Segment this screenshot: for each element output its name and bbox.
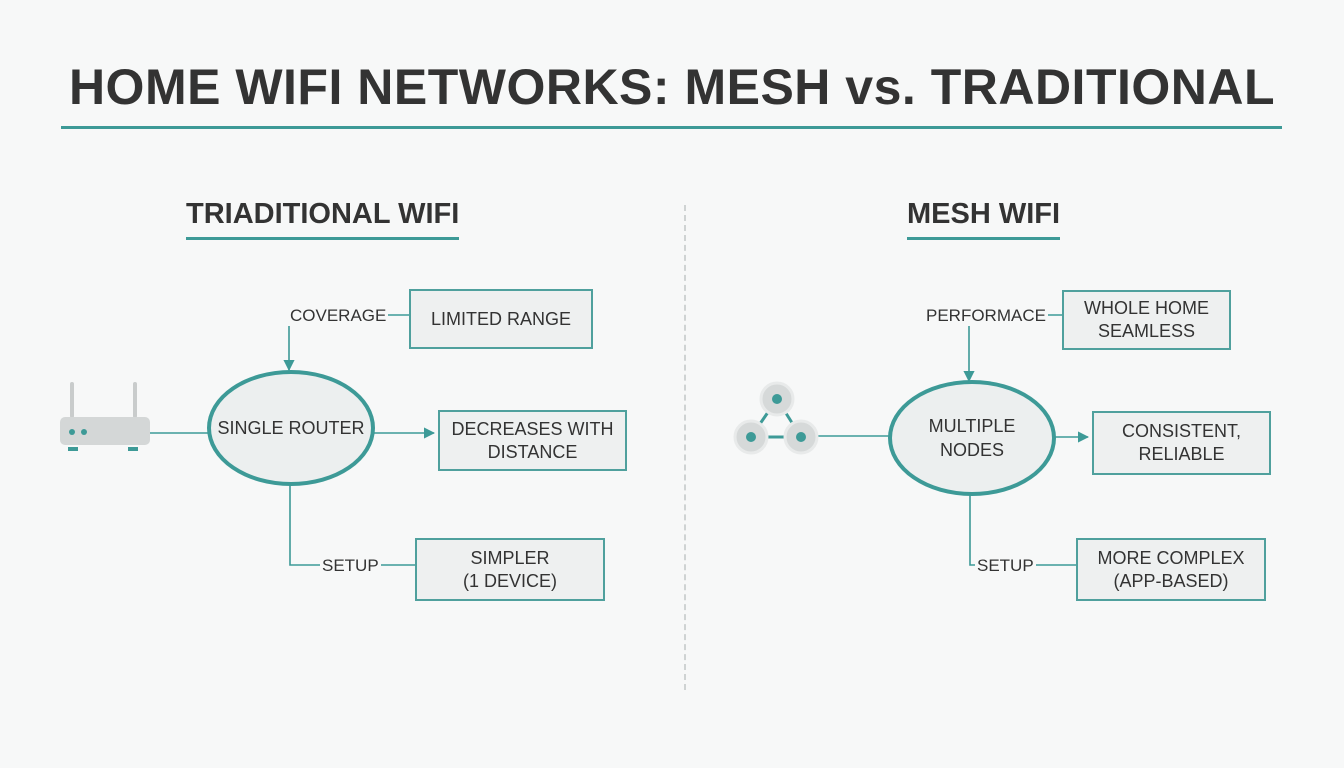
simpler-setup-box: SIMPLER (1 DEVICE) (415, 538, 605, 601)
performance-label: PERFORMACE (924, 306, 1048, 326)
router-icon (60, 382, 150, 451)
setup-label-mesh: SETUP (975, 556, 1036, 576)
setup-label-traditional: SETUP (320, 556, 381, 576)
coverage-label: COVERAGE (288, 306, 389, 326)
decreases-with-distance-box: DECREASES WITH DISTANCE (438, 410, 627, 471)
more-complex-setup-box: MORE COMPLEX (APP-BASED) (1076, 538, 1266, 601)
limited-range-box: LIMITED RANGE (409, 289, 593, 349)
whole-home-seamless-box: WHOLE HOME SEAMLESS (1062, 290, 1231, 350)
traditional-heading: TRIADITIONAL WIFI (186, 198, 460, 240)
title-underline (61, 126, 1282, 129)
mesh-nodes-icon (733, 381, 819, 455)
single-router-node: SINGLE ROUTER (207, 370, 375, 486)
section-divider (684, 205, 686, 690)
mesh-heading: MESH WIFI (907, 198, 1061, 240)
multiple-nodes-node: MULTIPLE NODES (888, 380, 1056, 496)
page-title: HOME WIFI NETWORKS: MESH vs. TRADITIONAL (68, 59, 1276, 115)
setup-line-mesh (969, 494, 1077, 566)
consistent-reliable-box: CONSISTENT, RELIABLE (1092, 411, 1271, 475)
setup-line-traditional (289, 484, 417, 566)
